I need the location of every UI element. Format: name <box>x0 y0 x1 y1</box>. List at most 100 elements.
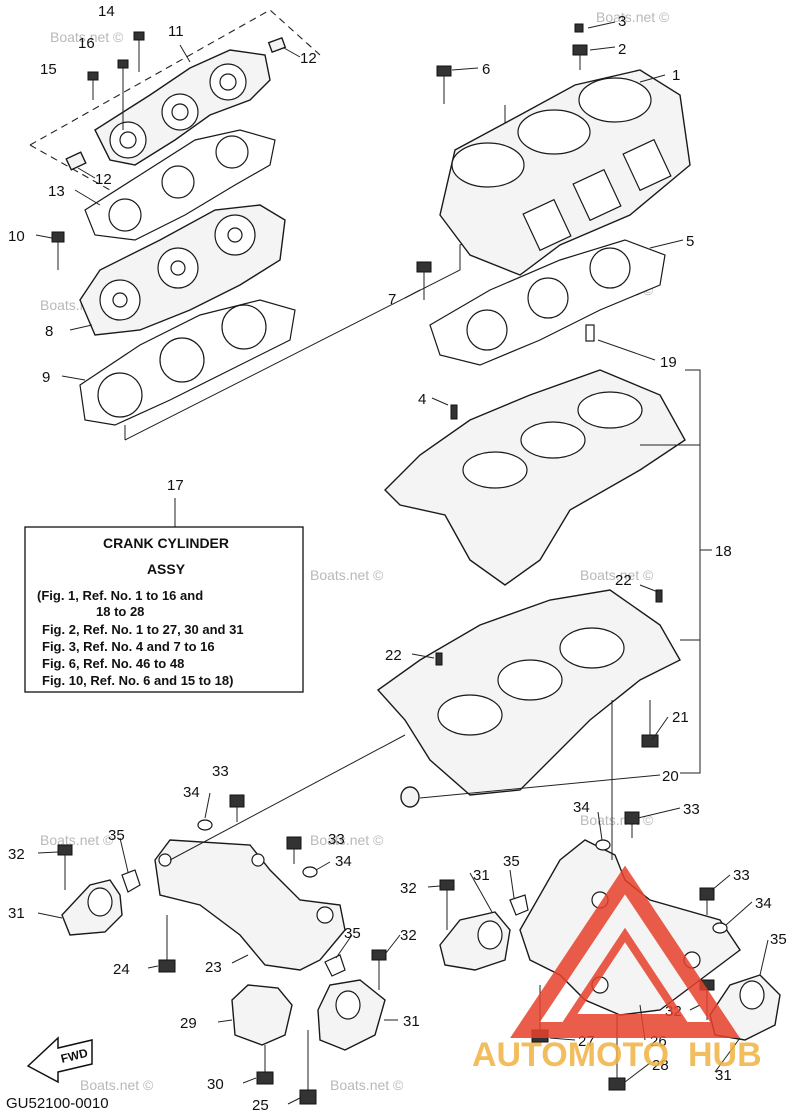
fwd-label: FWD <box>59 1046 89 1066</box>
callout-32a: 32 <box>8 846 25 863</box>
callout-33b: 33 <box>328 831 345 848</box>
callout-numbers: 1 2 3 4 5 6 7 8 9 10 11 12 12 13 14 15 1… <box>8 3 787 1114</box>
callout-22b: 22 <box>615 572 632 589</box>
callout-13: 13 <box>48 183 65 200</box>
cylinder-group <box>416 23 691 366</box>
callout-35c: 35 <box>503 853 520 870</box>
assy-line: Fig. 6, Ref. No. 46 to 48 <box>42 656 184 671</box>
callout-35b: 35 <box>344 925 361 942</box>
automotohub-logo: AUTOMOTO HUB <box>472 865 762 1074</box>
bolt <box>439 879 455 930</box>
diagram-code: GU52100-0010 <box>6 1095 109 1112</box>
callout-leaders <box>35 21 769 1105</box>
callout-29: 29 <box>180 1015 197 1032</box>
watermark: Boats.net © <box>596 9 670 25</box>
callout-17: 17 <box>167 477 184 494</box>
callout-15: 15 <box>40 61 57 78</box>
bolt <box>699 887 715 915</box>
callout-22a: 22 <box>385 647 402 664</box>
bolt <box>299 1030 317 1105</box>
engine-mount <box>231 984 293 1046</box>
bolt <box>641 700 659 748</box>
watermark: Boats.net © <box>40 832 114 848</box>
callout-10: 10 <box>8 228 25 245</box>
callout-18: 18 <box>715 543 732 560</box>
callout-2: 2 <box>618 41 626 58</box>
assy-title-line2: ASSY <box>147 561 186 577</box>
bolt <box>286 836 302 864</box>
assy-line: 18 to 28 <box>96 604 144 619</box>
callout-31d: 31 <box>715 1067 732 1084</box>
bolt <box>133 31 145 72</box>
bolt <box>371 949 387 990</box>
callout-31c: 31 <box>473 867 490 884</box>
assy-line: Fig. 3, Ref. No. 4 and 7 to 16 <box>42 639 215 654</box>
callout-33d: 33 <box>733 867 750 884</box>
callout-25: 25 <box>252 1097 269 1114</box>
callout-12b: 12 <box>95 171 112 188</box>
callout-20: 20 <box>662 768 679 785</box>
bolt <box>117 59 129 130</box>
bolt <box>436 65 452 104</box>
callout-30: 30 <box>207 1076 224 1093</box>
callout-23: 23 <box>205 959 222 976</box>
callout-34a: 34 <box>183 784 200 801</box>
bolt <box>416 261 432 300</box>
bolt <box>229 794 245 822</box>
callout-21: 21 <box>672 709 689 726</box>
callout-5: 5 <box>686 233 694 250</box>
callout-34c: 34 <box>573 799 590 816</box>
callout-28: 28 <box>652 1057 669 1074</box>
callout-6: 6 <box>482 61 490 78</box>
crankcase-upper <box>384 369 686 586</box>
watermark: Boats.net © <box>580 812 654 828</box>
callout-34d: 34 <box>755 895 772 912</box>
callout-35a: 35 <box>108 827 125 844</box>
callout-32b: 32 <box>400 927 417 944</box>
callout-35d: 35 <box>770 931 787 948</box>
logo-text-main: AUTOMOTO <box>472 1036 669 1074</box>
callout-24: 24 <box>113 961 130 978</box>
logo-text-hub: HUB <box>688 1036 762 1074</box>
callout-1: 1 <box>672 67 680 84</box>
watermark: Boats.net © <box>50 29 124 45</box>
watermark: Boats.net © <box>80 1077 154 1093</box>
watermark: Boats.net © <box>310 567 384 583</box>
assy-note-box: CRANK CYLINDER ASSY (Fig. 1, Ref. No. 1 … <box>24 498 304 693</box>
watermark: Boats.net © <box>580 567 654 583</box>
logo-inner-triangle-icon <box>562 927 688 1022</box>
bolt <box>51 231 65 270</box>
bolt <box>158 915 176 973</box>
callout-32c: 32 <box>400 880 417 897</box>
callout-16: 16 <box>78 35 95 52</box>
callout-3: 3 <box>618 13 626 30</box>
assy-line: Fig. 2, Ref. No. 1 to 27, 30 and 31 <box>42 622 244 637</box>
bolt <box>87 71 99 100</box>
watermark: Boats.net © <box>310 832 384 848</box>
bolt <box>256 1045 274 1085</box>
engine-mount-bracket <box>154 839 346 971</box>
callout-4: 4 <box>418 391 426 408</box>
callout-8: 8 <box>45 323 53 340</box>
crankcase-group <box>376 324 712 808</box>
callout-11: 11 <box>168 23 184 40</box>
callout-9: 9 <box>42 369 50 386</box>
callout-31a: 31 <box>8 905 25 922</box>
left-mount-group <box>57 794 387 1105</box>
callout-7: 7 <box>388 291 396 308</box>
watermark: Boats.net © <box>330 1077 404 1093</box>
callout-33a: 33 <box>212 763 229 780</box>
assy-title-line1: CRANK CYLINDER <box>103 535 229 551</box>
callout-31b: 31 <box>403 1013 420 1030</box>
callout-12a: 12 <box>300 50 317 67</box>
head-cover-group <box>29 9 506 441</box>
assy-line: Fig. 10, Ref. No. 6 and 15 to 18) <box>42 673 233 688</box>
logo-triangle-icon <box>510 865 740 1038</box>
bolt <box>57 844 73 890</box>
callout-33c: 33 <box>683 801 700 818</box>
forward-arrow-icon: FWD <box>26 1036 93 1084</box>
callout-14: 14 <box>98 3 115 20</box>
callout-19: 19 <box>660 354 677 371</box>
assy-line: (Fig. 1, Ref. No. 1 to 16 and <box>37 588 203 603</box>
